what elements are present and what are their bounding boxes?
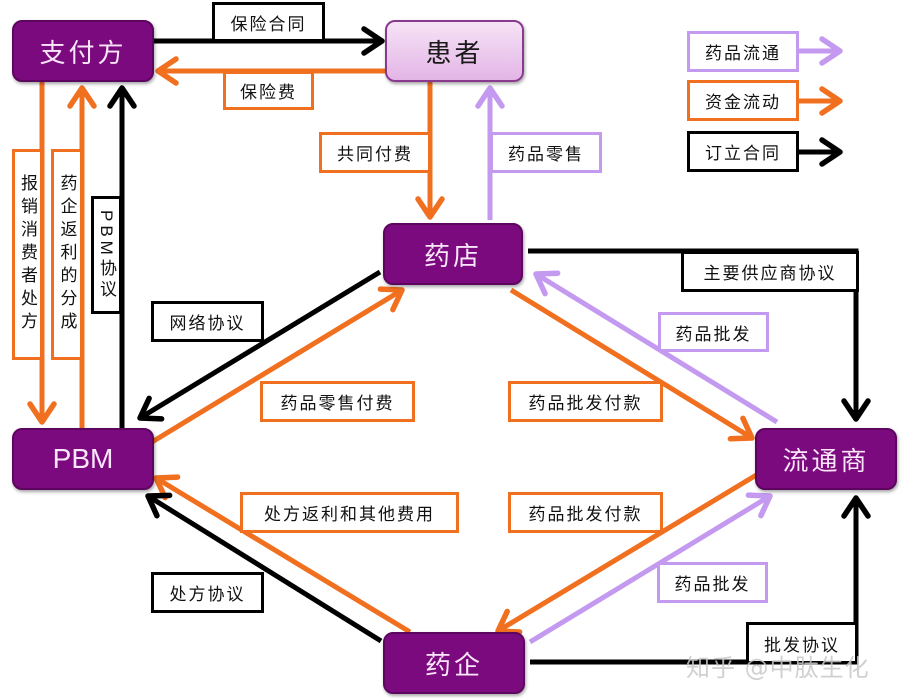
label-pbm-agreement: PBM协议 <box>91 196 122 314</box>
edge-network-agreement <box>137 269 382 422</box>
node-distributor: 流通商 <box>755 428 897 490</box>
legend-drug-flow: 药品流通 <box>687 31 799 72</box>
watermark: 知乎 @中肽生化 <box>686 654 870 682</box>
label-wholesale-payment-pharmacy: 药品批发付款 <box>508 381 663 422</box>
label-rebates-fees: 处方返利和其他费用 <box>240 492 459 533</box>
edge-wholesale-payment-mfr <box>495 471 760 635</box>
node-manufacturer: 药企 <box>383 632 525 694</box>
legend-contract: 订立合同 <box>687 131 799 172</box>
label-network-agreement: 网络协议 <box>151 301 264 342</box>
label-rebate-share: 药企返利的分成 <box>51 149 83 360</box>
legend-money-flow: 资金流动 <box>687 80 799 121</box>
edge-retail-payment <box>150 286 405 445</box>
node-patient: 患者 <box>385 20 524 82</box>
edge-wholesale-payment-pharmacy <box>509 287 755 442</box>
label-reimburse-prescription: 报销消费者处方 <box>12 149 43 360</box>
edge-rebates-fees <box>153 474 412 635</box>
label-retail-payment: 药品零售付费 <box>260 381 415 422</box>
label-copay: 共同付费 <box>319 132 431 173</box>
label-premium: 保险费 <box>223 71 314 110</box>
node-payer: 支付方 <box>12 20 154 82</box>
edge-prescription-agreement <box>145 492 383 644</box>
label-main-supplier-agreement: 主要供应商协议 <box>681 251 859 292</box>
node-pbm: PBM <box>12 428 154 490</box>
edge-wholesale-from-mfr <box>528 492 773 645</box>
edge-wholesale-to-pharmacy <box>533 270 779 425</box>
label-wholesale-to-pharmacy: 药品批发 <box>658 312 769 352</box>
node-pharmacy: 药店 <box>383 223 523 285</box>
label-wholesale-payment-mfr: 药品批发付款 <box>508 492 663 533</box>
label-wholesale-agreement: 批发协议 <box>746 622 858 664</box>
label-insurance-contract: 保险合同 <box>212 2 325 42</box>
label-drug-retail: 药品零售 <box>490 132 602 173</box>
label-wholesale-from-mfr: 药品批发 <box>657 562 768 603</box>
label-prescription-agreement: 处方协议 <box>151 572 264 613</box>
